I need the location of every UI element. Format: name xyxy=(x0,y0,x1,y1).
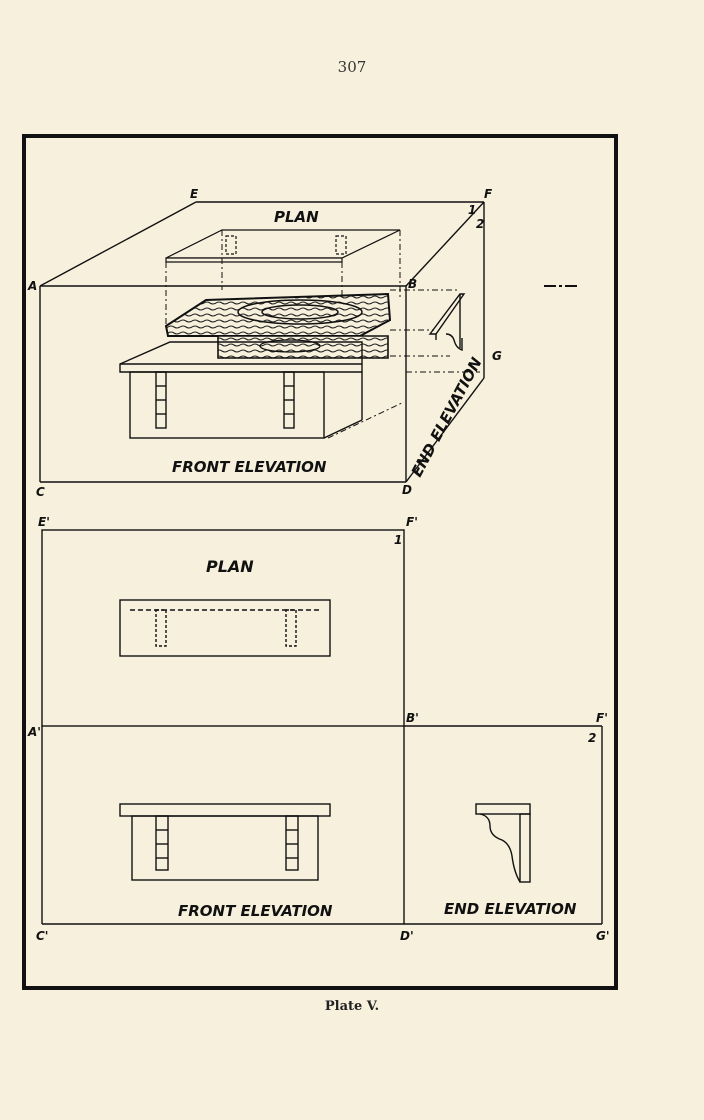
ortho-frames xyxy=(41,529,603,925)
label-F: F xyxy=(484,187,493,201)
label-C: C xyxy=(36,485,45,499)
ortho-front-elevation-title: FRONT ELEVATION xyxy=(178,902,333,920)
label-C-prime: C' xyxy=(36,929,48,943)
label-1: 1 xyxy=(468,203,476,217)
label-F-prime-2: F' xyxy=(596,711,608,725)
iso-front-elevation-shelf xyxy=(119,341,363,439)
iso-end-elevation-title: END ELEVATION xyxy=(408,354,486,480)
iso-plan-board xyxy=(165,229,401,263)
label-G: G xyxy=(492,349,502,363)
isometric-projection-box xyxy=(39,201,485,483)
plate-caption: Plate V. xyxy=(324,999,380,1014)
iso-end-elevation-bracket xyxy=(428,293,466,351)
iso-projector-lines xyxy=(165,230,480,439)
iso-shelf-model xyxy=(164,292,392,359)
label-G-prime: G' xyxy=(596,929,610,943)
label-1-prime: 1 xyxy=(394,533,402,547)
iso-plan-title: PLAN xyxy=(274,208,319,226)
ortho-end-elevation-bracket xyxy=(475,803,531,883)
label-2: 2 xyxy=(476,217,484,231)
plate-border xyxy=(22,134,618,990)
ortho-end-elevation-title: END ELEVATION xyxy=(444,900,577,918)
label-F-prime: F' xyxy=(406,515,418,529)
label-A-prime: A' xyxy=(27,725,41,739)
label-E-prime: E' xyxy=(38,515,50,529)
plate-frame: A B C D E F G 1 2 PLAN FRONT ELEVATION E… xyxy=(22,134,618,990)
ortho-plan-title: PLAN xyxy=(206,557,254,576)
ortho-front-elevation-shelf xyxy=(119,803,331,881)
label-D: D xyxy=(402,483,412,497)
iso-front-elevation-title: FRONT ELEVATION xyxy=(172,458,327,476)
label-B: B xyxy=(408,277,417,291)
drawing-canvas: A B C D E F G 1 2 PLAN FRONT ELEVATION E… xyxy=(22,134,618,990)
label-E: E xyxy=(190,187,199,201)
ortho-plan-shelf xyxy=(119,599,331,657)
label-B-prime: B' xyxy=(406,711,419,725)
label-D-prime: D' xyxy=(400,929,414,943)
label-A: A xyxy=(27,279,37,293)
page-number: 307 xyxy=(337,58,367,76)
label-2-prime: 2 xyxy=(588,731,596,745)
